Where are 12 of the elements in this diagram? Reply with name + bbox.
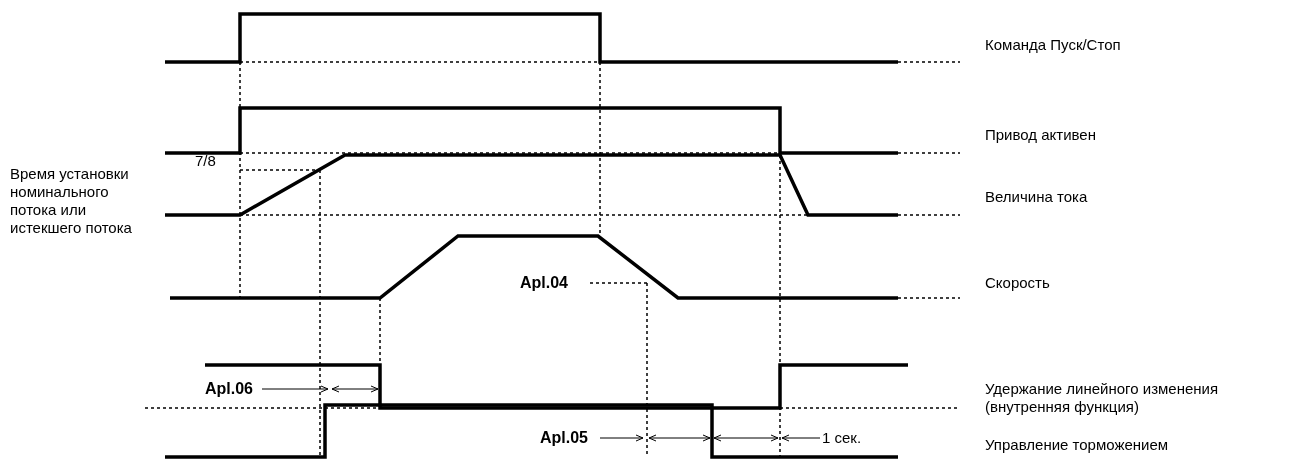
signal-label: Скорость — [985, 274, 1050, 292]
level-value: 7/8 — [195, 152, 216, 170]
signal-label: Удержание линейного изменения (внутренняя функция) — [985, 380, 1220, 416]
signal-label: Величина тока — [985, 188, 1088, 206]
axis-note: Время установки номинального потока или истекшего потока — [10, 165, 133, 237]
signal-label: Привод активен — [985, 126, 1096, 144]
parameter-label: Apl.05 — [540, 429, 588, 447]
signal-label: Команда Пуск/Стоп — [985, 36, 1121, 54]
parameter-label: Apl.04 — [520, 274, 568, 292]
time-value: 1 сек. — [822, 429, 862, 447]
signal-label: Управление торможением — [985, 436, 1169, 454]
parameter-label: Apl.06 — [205, 380, 253, 398]
